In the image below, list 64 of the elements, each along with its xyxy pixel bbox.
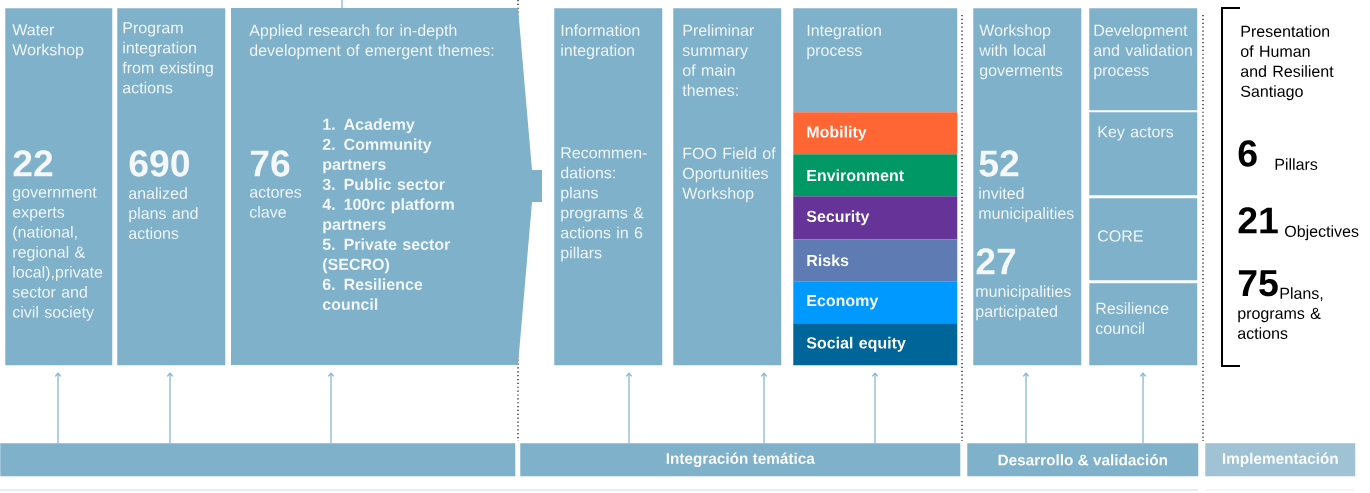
theme-band: Environment xyxy=(793,154,958,197)
box-heading: Integration process xyxy=(807,24,881,60)
list-item: 5. Private sector (SECRO) xyxy=(322,238,451,274)
box-heading: Workshop with local goverments xyxy=(979,24,1063,80)
stat-description: invited municipalities xyxy=(979,187,1074,223)
stat-description: government experts (national, regional & local),private sector and civil society xyxy=(12,187,103,321)
arrow xyxy=(871,372,879,444)
box-heading: Key actors xyxy=(1098,126,1174,141)
theme-band: Economy xyxy=(793,281,958,324)
box-heading: Information integration xyxy=(561,24,640,60)
theme-band: Risks xyxy=(793,239,958,282)
stat-label: Objectives xyxy=(1285,225,1359,241)
box-heading: Development and validation process xyxy=(1093,24,1192,80)
arrow xyxy=(760,372,768,444)
list-item: 3. Public sector xyxy=(322,178,445,191)
arrow xyxy=(327,372,335,444)
box-text: Recommen-dations: plans programs & actions in 6 pillars xyxy=(560,147,647,262)
stage-column xyxy=(554,8,663,366)
stage-box xyxy=(1089,8,1198,111)
stat-number: 690 xyxy=(129,150,189,177)
stat-description: analized plans and actions xyxy=(128,187,198,239)
box-heading: Preliminar summary of main themes: xyxy=(682,24,754,96)
theme-band: Mobility xyxy=(793,112,958,155)
theme-band: Social equity xyxy=(793,323,958,366)
stage-box xyxy=(1089,283,1198,366)
stat-number: 21 xyxy=(1238,207,1278,234)
list-item: 4. 100rc platform partners xyxy=(322,198,454,234)
arrow xyxy=(166,372,174,444)
box-heading: Program integration from existing actions xyxy=(122,22,213,94)
arrow xyxy=(54,372,62,444)
stat-number: 22 xyxy=(13,150,53,177)
stage-column xyxy=(117,8,226,366)
box-heading: Water Workshop xyxy=(12,24,84,59)
stage-box xyxy=(1089,112,1198,196)
connector-line xyxy=(341,0,343,9)
stat-number: 52 xyxy=(979,150,1019,177)
box-heading: Resilience council xyxy=(1095,302,1169,334)
heading: Presentation of Human and Resilient Santiago xyxy=(1240,25,1334,101)
phase-bar xyxy=(0,443,516,477)
arrow xyxy=(625,372,633,444)
box-text: FOO Field of Oportunities Workshop xyxy=(682,147,776,203)
arrow xyxy=(1022,372,1030,444)
stage-arrow-shape xyxy=(231,8,542,365)
box-heading: CORE xyxy=(1098,230,1143,242)
arrow xyxy=(1139,372,1147,444)
phase-bar: Implementación xyxy=(1205,443,1356,477)
phase-bar: Integración temática xyxy=(520,443,961,477)
theme-band: Security xyxy=(793,196,958,240)
stage-box xyxy=(1089,198,1198,281)
stat-number: 27 xyxy=(976,248,1016,275)
stat-number: 6 xyxy=(1238,140,1257,167)
list-item: 6. Resilience council xyxy=(322,278,423,310)
list-item: 2. Community partners xyxy=(322,138,432,174)
stat-number: 76 xyxy=(250,150,290,177)
stage-column xyxy=(673,8,782,366)
stat-label: Pillars xyxy=(1275,158,1318,170)
list-item: 1. Academy xyxy=(323,118,415,134)
stat-description: actores clave xyxy=(249,187,302,218)
stage-column xyxy=(973,8,1082,366)
stat-description: municipalities participated xyxy=(976,285,1071,321)
stage-column xyxy=(5,8,113,366)
phase-bar: Desarrollo & validación xyxy=(967,443,1199,477)
stage-box xyxy=(793,8,958,113)
box-heading: Applied research for in-depth development of emergent themes: xyxy=(249,24,494,60)
